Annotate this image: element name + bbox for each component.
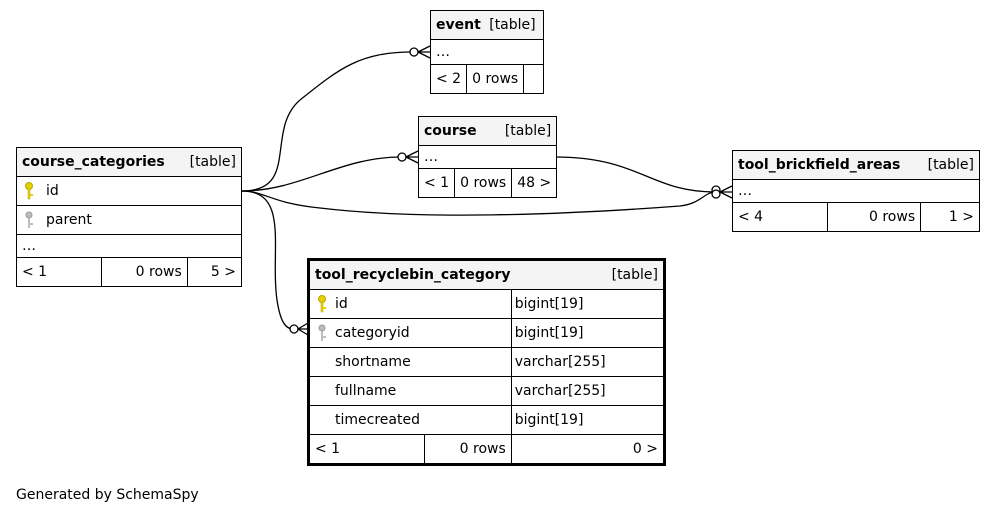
edge-optional-marker <box>409 47 419 57</box>
parents-count[interactable]: < 1 <box>16 257 102 287</box>
parents-count[interactable]: < 1 <box>417 168 456 198</box>
row-count: 0 rows <box>466 64 525 94</box>
parents-count[interactable]: < 1 <box>308 434 425 465</box>
table-header: tool_brickfield_areas [table] <box>732 150 980 180</box>
edge-optional-marker <box>711 189 721 199</box>
column-datatype: bigint[19] <box>510 405 666 435</box>
parents-count[interactable]: < 4 <box>732 202 828 232</box>
column-datatype: varchar[255] <box>510 376 666 406</box>
foreign-key-icon <box>315 323 329 343</box>
edge-course_categories-course <box>241 156 402 192</box>
table-name: tool_brickfield_areas <box>738 157 901 173</box>
more-columns: … <box>430 39 544 65</box>
table-type: [table] <box>489 17 536 33</box>
primary-key-icon <box>22 181 36 201</box>
generated-by-footer: Generated by SchemaSpy <box>16 487 199 503</box>
children-count[interactable]: 48 > <box>511 168 558 198</box>
column-row[interactable]: shortname <box>308 347 512 377</box>
children-count[interactable]: 5 > <box>186 257 243 287</box>
table-header: event [table] <box>430 10 544 40</box>
column-datatype: bigint[19] <box>510 289 666 319</box>
column-name: id <box>335 296 348 312</box>
column-name: categoryid <box>335 325 410 341</box>
table-type: [table] <box>189 154 236 170</box>
table-name: event <box>436 17 481 33</box>
table-header: course_categories [table] <box>16 147 242 177</box>
column-row[interactable]: id <box>16 176 242 206</box>
edge-course_categories-tool_brickfield_areas <box>241 190 716 216</box>
row-count: 0 rows <box>424 434 512 465</box>
column-name: parent <box>46 212 92 228</box>
edge-optional-marker <box>397 152 407 162</box>
children-count[interactable]: 1 > <box>920 202 980 232</box>
table-header: tool_recyclebin_category [table] <box>308 259 665 290</box>
column-datatype: bigint[19] <box>510 318 666 348</box>
column-row[interactable]: timecreated <box>308 405 512 435</box>
row-count: 0 rows <box>454 168 513 198</box>
more-columns: … <box>417 145 558 169</box>
column-row[interactable]: categoryid <box>308 318 512 348</box>
more-columns: … <box>732 179 980 203</box>
edge-course_categories-tool_recyclebin_category <box>241 190 294 330</box>
edge-optional-marker <box>289 324 299 334</box>
children-count[interactable] <box>523 64 544 94</box>
table-course[interactable]: course [table] … < 1 0 rows 48 > <box>417 116 558 198</box>
primary-key-icon <box>315 294 329 314</box>
column-row[interactable]: id <box>308 289 512 319</box>
table-name: course_categories <box>22 154 165 170</box>
column-datatype: varchar[255] <box>510 347 666 377</box>
children-count[interactable]: 0 > <box>510 434 666 465</box>
row-count: 0 rows <box>826 202 922 232</box>
column-row[interactable]: fullname <box>308 376 512 406</box>
table-type: [table] <box>504 123 552 139</box>
table-event[interactable]: event [table] … < 2 0 rows <box>429 10 544 94</box>
table-name: course <box>424 123 477 139</box>
table-name: tool_recyclebin_category <box>315 267 511 283</box>
table-type: [table] <box>611 267 658 283</box>
table-tool_recyclebin_category[interactable]: tool_recyclebin_category [table] id bigi… <box>307 258 666 466</box>
column-name: timecreated <box>335 412 420 428</box>
column-name: id <box>46 183 59 199</box>
edge-course-tool_brickfield_areas <box>554 156 716 193</box>
column-name: fullname <box>335 383 397 399</box>
column-name: shortname <box>335 354 411 370</box>
more-columns: … <box>16 234 242 258</box>
table-course_categories[interactable]: course_categories [table] id parent … < … <box>16 147 243 287</box>
table-type: [table] <box>927 157 974 173</box>
column-row[interactable]: parent <box>16 205 242 235</box>
table-header: course [table] <box>417 116 558 146</box>
foreign-key-icon <box>22 210 36 230</box>
parents-count[interactable]: < 2 <box>429 64 468 94</box>
edge-course_categories-event <box>241 51 414 192</box>
row-count: 0 rows <box>101 257 188 287</box>
table-tool_brickfield_areas[interactable]: tool_brickfield_areas [table] … < 4 0 ro… <box>732 150 980 232</box>
